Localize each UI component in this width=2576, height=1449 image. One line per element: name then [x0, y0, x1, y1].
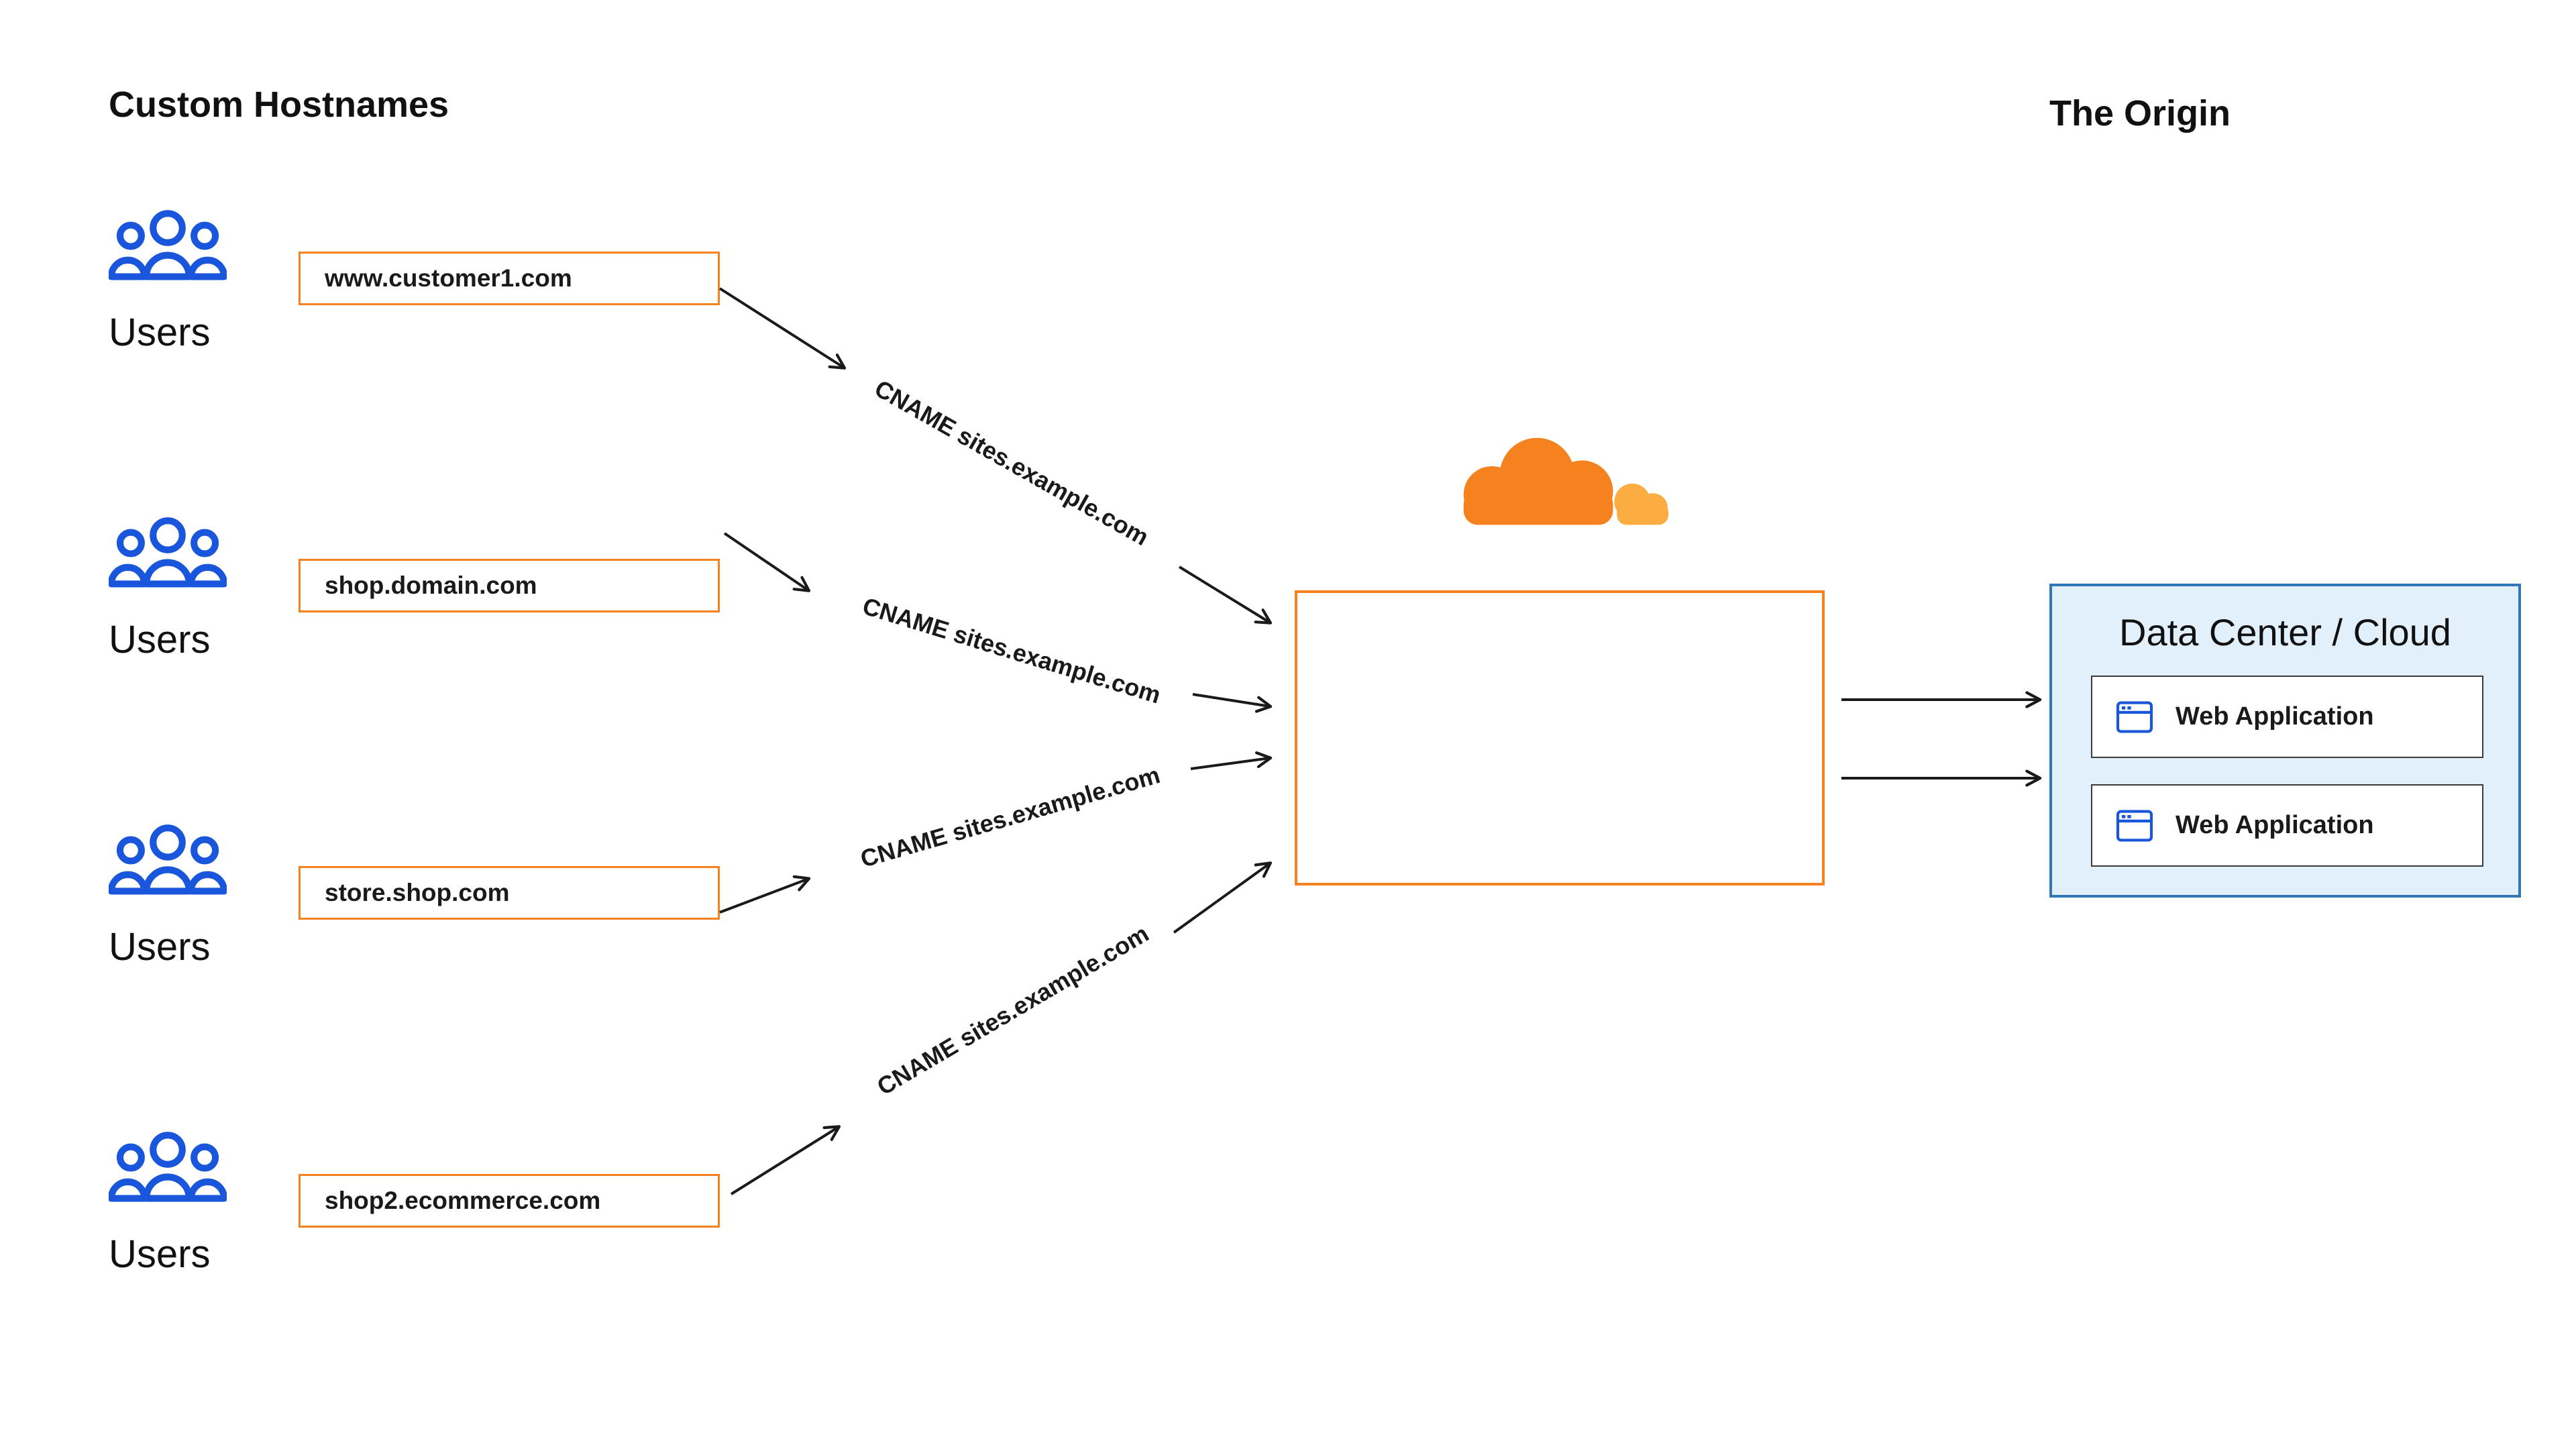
browser-window-icon [2116, 809, 2153, 842]
web-application-row-2: Web Application [2091, 784, 2483, 867]
data-center-title: Data Center / Cloud [2119, 611, 2451, 653]
users-label: Users [109, 925, 211, 969]
web-application-label: Web Application [2176, 702, 2374, 731]
cname-label-4: CNAME sites.example.com [872, 919, 1154, 1101]
hostname-box-2: shop.domain.com [299, 559, 720, 612]
cname-label-3: CNAME sites.example.com [857, 761, 1163, 873]
users-label: Users [109, 1232, 211, 1276]
hostname-text: www.customer1.com [325, 264, 572, 292]
browser-window-icon [2116, 700, 2153, 733]
users-icon [109, 1132, 227, 1202]
origin-title-heading: The Origin [2049, 93, 2231, 133]
users-group-4: Users [109, 1128, 229, 1277]
cname-label-2: CNAME sites.example.com [859, 592, 1165, 709]
data-center-box: Data Center / Cloud Web Application Web … [2049, 584, 2521, 898]
web-application-label: Web Application [2176, 811, 2374, 839]
cloudflare-zone-box: Fallback Domain (example.com) [1295, 590, 1825, 885]
hostname-text: shop2.ecommerce.com [325, 1187, 601, 1214]
hostname-box-4: shop2.ecommerce.com [299, 1174, 720, 1228]
web-application-row-1: Web Application [2091, 676, 2483, 758]
hostname-text: shop.domain.com [325, 572, 537, 599]
users-group-2: Users [109, 514, 229, 662]
hostname-text: store.shop.com [325, 879, 510, 906]
custom-hostnames-title: Custom Hostnames [109, 85, 449, 125]
hostname-box-1: www.customer1.com [299, 252, 720, 305]
users-label: Users [109, 311, 211, 354]
cname-label-1: CNAME sites.example.com [870, 374, 1154, 551]
users-icon [109, 210, 227, 280]
users-group-3: Users [109, 821, 229, 969]
users-group-1: Users [109, 207, 229, 355]
cloudflare-logo [1463, 437, 1669, 525]
hostname-box-3: store.shop.com [299, 866, 720, 920]
users-label: Users [109, 618, 211, 661]
users-icon [109, 824, 227, 895]
users-icon [109, 517, 227, 588]
